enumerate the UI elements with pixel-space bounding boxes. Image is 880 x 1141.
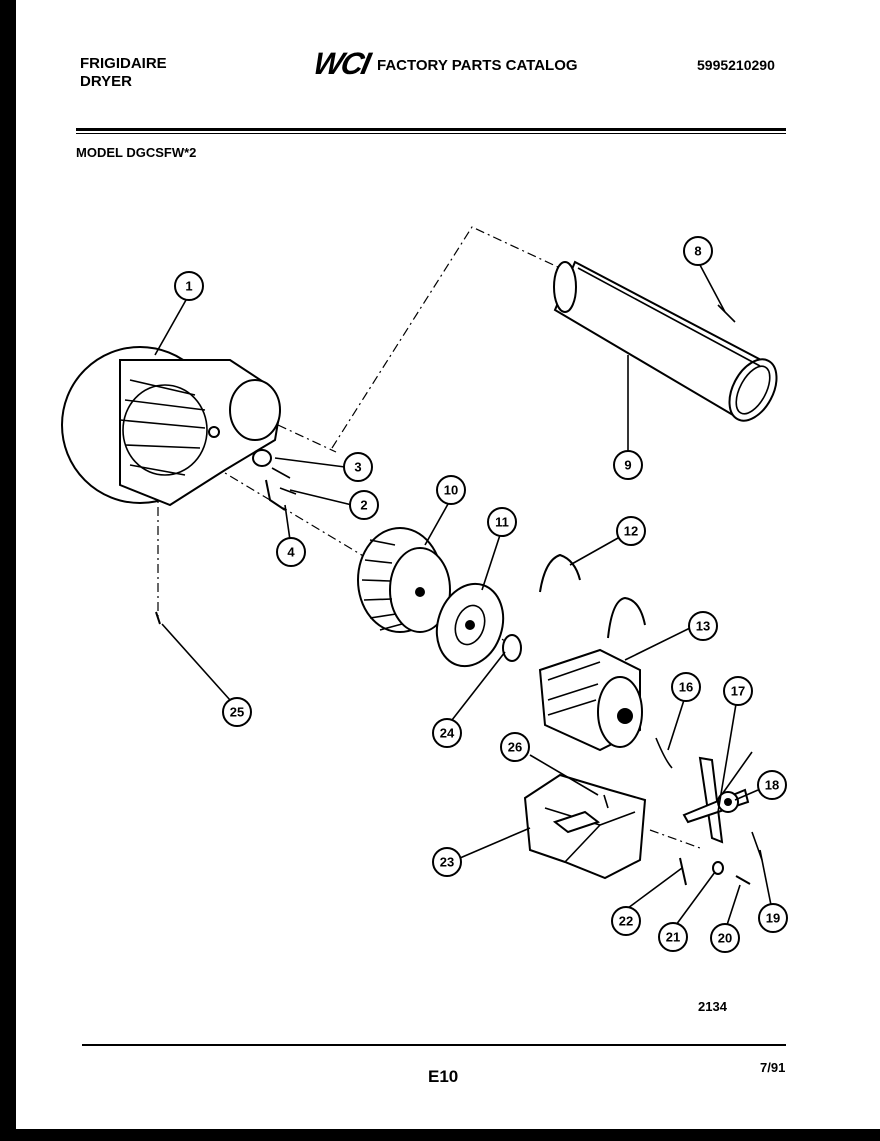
model-number: MODEL DGCSFW*2: [76, 145, 197, 160]
leader-19: [759, 849, 772, 906]
blower-clip: [502, 634, 522, 662]
motor-clamp-lower: [607, 596, 646, 639]
footer-rule: [82, 1044, 786, 1046]
idler-stud: [735, 875, 751, 885]
drive-motor: [538, 648, 643, 752]
leader-8: [699, 264, 726, 313]
leader-20: [726, 884, 741, 926]
leader-25: [161, 623, 231, 701]
callout-4: 4: [276, 537, 306, 567]
centerline-idler: [649, 829, 701, 849]
svg-text:8: 8: [694, 244, 701, 259]
leader-17: [717, 703, 737, 813]
leader-24: [451, 651, 506, 721]
leader-11: [481, 534, 501, 591]
svg-text:24: 24: [440, 726, 455, 741]
leader-12: [569, 537, 619, 566]
callout-23: 23: [432, 847, 462, 877]
leader-2: [289, 489, 353, 506]
header-rule-bottom: [76, 133, 786, 134]
catalog-part-number: 5995210290: [697, 57, 775, 73]
heater-screw: [717, 304, 736, 323]
callout-24: 24: [432, 718, 462, 748]
appliance-type: DRYER: [80, 73, 132, 90]
callout-13: 13: [688, 611, 718, 641]
diagram-code: 2134: [698, 999, 727, 1014]
leader-3: [274, 457, 346, 468]
callout-8: 8: [683, 236, 713, 266]
seal-disc: [435, 582, 505, 668]
housing-screw: [155, 611, 161, 625]
motor-mount: [523, 773, 647, 880]
svg-text:9: 9: [624, 458, 631, 473]
leader-16: [667, 699, 685, 751]
brand-block: FRIGIDAIRE DRYER: [80, 55, 167, 91]
callout-21: 21: [658, 922, 688, 952]
svg-text:12: 12: [624, 524, 638, 539]
svg-text:18: 18: [765, 778, 779, 793]
svg-text:16: 16: [679, 680, 693, 695]
page-number: E10: [428, 1067, 459, 1086]
svg-text:11: 11: [495, 515, 509, 530]
leader-21: [675, 871, 716, 926]
leader-22: [627, 867, 683, 909]
leader-13: [624, 627, 691, 661]
brand-name: FRIGIDAIRE: [80, 55, 167, 72]
motor-clamp-upper: [539, 553, 581, 593]
header-rule-top: [76, 128, 786, 131]
callout-1: 1: [174, 271, 204, 301]
svg-text:25: 25: [230, 705, 244, 720]
callout-16: 16: [671, 672, 701, 702]
svg-text:3: 3: [354, 460, 361, 475]
svg-text:26: 26: [508, 740, 522, 755]
callout-26: 26: [500, 732, 530, 762]
svg-text:19: 19: [766, 911, 780, 926]
leader-10: [424, 503, 449, 546]
blower-wheel: [357, 527, 451, 633]
leader-23: [459, 827, 531, 859]
heater-element: [553, 260, 778, 422]
svg-text:1: 1: [185, 279, 192, 294]
callout-12: 12: [616, 516, 646, 546]
svg-text:17: 17: [731, 684, 745, 699]
callout-22: 22: [611, 906, 641, 936]
callout-17: 17: [723, 676, 753, 706]
blower-housing: [61, 346, 282, 507]
leader-4: [284, 504, 291, 541]
svg-text:22: 22: [619, 914, 633, 929]
leader-1: [154, 299, 187, 356]
idler-spring-small: [679, 857, 687, 886]
catalog-date: 7/91: [760, 1060, 786, 1075]
centerline-drum-to-heater: [331, 226, 561, 449]
leader-18: [734, 789, 759, 801]
callout-3: 3: [343, 452, 373, 482]
svg-text:20: 20: [718, 931, 732, 946]
callout-25: 25: [222, 697, 252, 727]
centerline-heater-link: [277, 424, 337, 453]
callout-2: 2: [349, 490, 379, 520]
callout-18: 18: [757, 770, 787, 800]
svg-text:4: 4: [287, 545, 295, 560]
callout-19: 19: [758, 903, 788, 933]
idler-assembly: [682, 751, 753, 844]
svg-text:10: 10: [444, 483, 458, 498]
svg-text:2: 2: [360, 498, 367, 513]
callout-10: 10: [436, 475, 466, 505]
link-hardware: [208, 426, 297, 511]
leader-26: [529, 754, 599, 796]
catalog-title: FACTORY PARTS CATALOG: [377, 57, 578, 74]
idler-spring: [655, 737, 673, 769]
idler-washer: [712, 861, 724, 875]
callout-11: 11: [487, 507, 517, 537]
svg-text:23: 23: [440, 855, 454, 870]
mount-screw: [603, 794, 609, 809]
callout-20: 20: [710, 923, 740, 953]
svg-text:13: 13: [696, 619, 710, 634]
svg-text:21: 21: [666, 930, 680, 945]
callout-9: 9: [613, 450, 643, 480]
